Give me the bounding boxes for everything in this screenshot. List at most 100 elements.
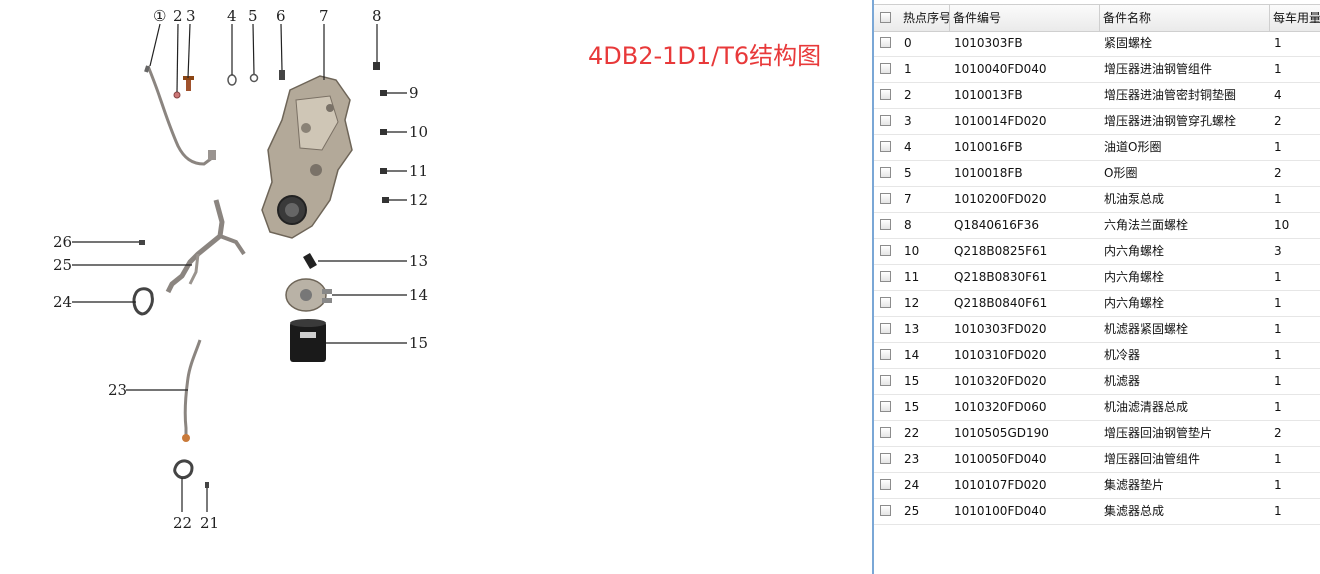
row-checkbox[interactable]: [880, 505, 891, 516]
row-checkbox[interactable]: [880, 323, 891, 334]
callout-22: 22: [173, 514, 192, 532]
row-checkbox[interactable]: [880, 375, 891, 386]
callout-15: 15: [409, 334, 428, 352]
table-row[interactable]: 0 1010303FB 紧固螺栓 1: [874, 30, 1320, 57]
select-all-checkbox[interactable]: [880, 12, 891, 23]
diagram-title: 4DB2-1D1/T6结构图: [588, 42, 822, 70]
cell-hot-no: 7: [904, 192, 912, 206]
row-checkbox[interactable]: [880, 479, 891, 490]
row-checkbox[interactable]: [880, 219, 891, 230]
oil-cooler-14: [285, 278, 332, 312]
cell-part-no: 1010016FB: [954, 140, 1023, 154]
cell-part-name: 机滤器: [1104, 374, 1141, 388]
cell-part-name: O形圈: [1104, 166, 1138, 180]
row-checkbox[interactable]: [880, 427, 891, 438]
cell-hot-no: 10: [904, 244, 920, 258]
callout-1: ①: [153, 7, 166, 25]
cell-qty: 1: [1274, 140, 1282, 154]
callout-14: 14: [409, 286, 428, 304]
cell-hot-no: 14: [904, 348, 920, 362]
row-checkbox[interactable]: [880, 297, 891, 308]
row-checkbox[interactable]: [880, 193, 891, 204]
table-header: 热点序号 备件编号 备件名称 每车用量: [874, 4, 1320, 32]
cell-part-name: 紧固螺栓: [1104, 36, 1153, 50]
cell-qty: 1: [1274, 36, 1282, 50]
callout-5: 5: [248, 7, 258, 25]
bolt-11: [380, 168, 387, 174]
row-checkbox[interactable]: [880, 245, 891, 256]
header-part-no[interactable]: 备件编号: [950, 5, 1100, 31]
cell-part-name: 机冷器: [1104, 348, 1141, 362]
cell-part-name: 增压器进油钢管穿孔螺栓: [1104, 114, 1237, 128]
row-checkbox[interactable]: [880, 63, 891, 74]
cell-part-no: 1010320FD060: [954, 400, 1047, 414]
cell-qty: 1: [1274, 374, 1282, 388]
row-checkbox[interactable]: [880, 401, 891, 412]
row-checkbox[interactable]: [880, 37, 891, 48]
bolt-9: [380, 90, 387, 96]
callout-4: 4: [227, 7, 237, 25]
bolt-8: [373, 62, 380, 70]
cell-qty: 1: [1274, 504, 1282, 518]
cell-hot-no: 0: [904, 36, 912, 50]
cell-qty: 4: [1274, 88, 1282, 102]
bolt-21: [205, 482, 209, 488]
o-ring-5: [249, 73, 259, 83]
row-checkbox[interactable]: [880, 141, 891, 152]
cell-part-no: 1010018FB: [954, 166, 1023, 180]
cell-part-name: 增压器进油钢管组件: [1104, 62, 1213, 76]
row-checkbox[interactable]: [880, 271, 891, 282]
cell-part-name: 机油滤清器总成: [1104, 400, 1189, 414]
cell-part-no: 1010040FD040: [954, 62, 1047, 76]
row-checkbox[interactable]: [880, 89, 891, 100]
cell-qty: 1: [1274, 322, 1282, 336]
cell-hot-no: 23: [904, 452, 920, 466]
cell-part-no: 1010050FD040: [954, 452, 1047, 466]
cell-part-no: 1010013FB: [954, 88, 1023, 102]
cell-hot-no: 5: [904, 166, 912, 180]
cell-qty: 1: [1274, 296, 1282, 310]
bolt-10: [380, 129, 387, 135]
cell-hot-no: 2: [904, 88, 912, 102]
header-part-name[interactable]: 备件名称: [1100, 5, 1270, 31]
row-checkbox[interactable]: [880, 167, 891, 178]
row-checkbox[interactable]: [880, 453, 891, 464]
row-checkbox[interactable]: [880, 349, 891, 360]
callout-21: 21: [200, 514, 219, 532]
callout-3: 3: [186, 7, 196, 25]
callout-12: 12: [409, 191, 428, 209]
callout-6: 6: [276, 7, 286, 25]
cell-qty: 1: [1274, 348, 1282, 362]
cell-part-no: 1010303FB: [954, 36, 1023, 50]
row-checkbox[interactable]: [880, 115, 891, 126]
header-hot-no[interactable]: 热点序号: [900, 5, 950, 31]
gasket-22: [173, 459, 194, 480]
cell-part-no: 1010505GD190: [954, 426, 1049, 440]
return-pipe-23: [182, 339, 202, 442]
header-qty[interactable]: 每车用量: [1270, 5, 1320, 31]
cell-part-name: 六角法兰面螺栓: [1104, 218, 1189, 232]
cell-hot-no: 8: [904, 218, 912, 232]
cell-hot-no: 15: [904, 374, 920, 388]
callout-8: 8: [372, 7, 382, 25]
cell-hot-no: 25: [904, 504, 920, 518]
